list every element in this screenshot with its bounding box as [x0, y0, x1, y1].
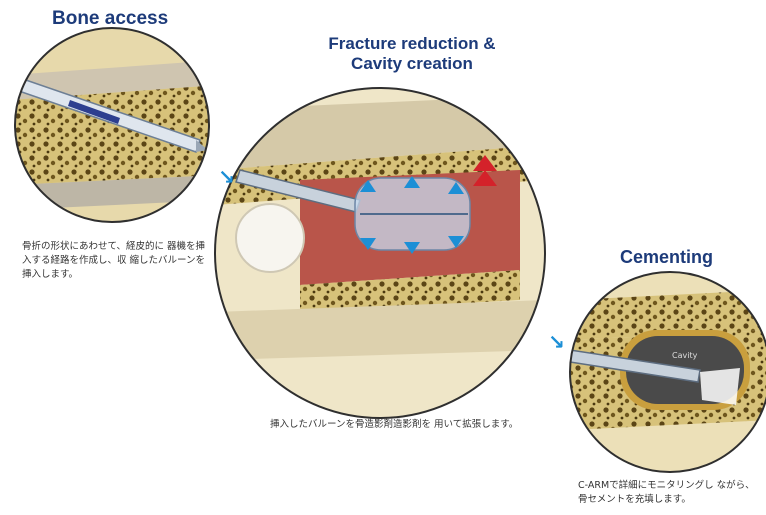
step3-caption: C-ARMで詳細にモニタリングし ながら、骨セメントを充填します。: [578, 479, 758, 507]
step1-caption: 骨折の形状にあわせて、経皮的に 器機を挿入する経路を作成し、収 縮したバルーンを…: [22, 240, 212, 282]
cavity-inset-label: Cavity: [672, 351, 698, 360]
bone-access-circle: [10, 25, 220, 225]
fracture-reduction-circle: [215, 88, 545, 418]
step2-caption: 挿入したバルーンを骨造影剤造影剤を 用いて拡張します。: [270, 418, 520, 432]
next-step-arrow-icon: ↘: [218, 165, 235, 189]
next-step-arrow-icon: ↘: [548, 330, 565, 354]
